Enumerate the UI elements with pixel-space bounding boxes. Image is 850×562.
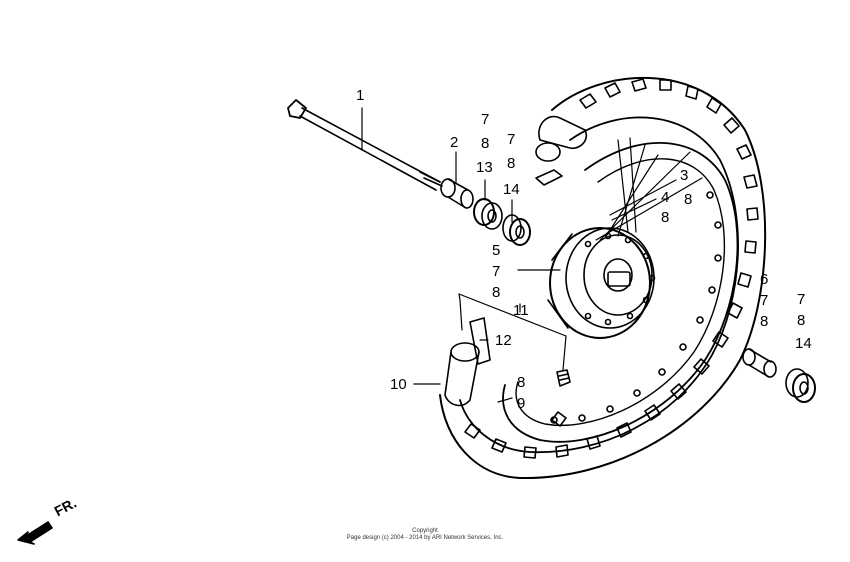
callout-8f: 8 (517, 374, 526, 391)
callout-7e: 7 (797, 291, 806, 308)
leader-lines (361, 107, 677, 403)
callout-7d: 7 (760, 292, 769, 309)
callout-8h: 8 (797, 312, 806, 329)
copyright-line-2: Page design (c) 2004 - 2014 by ARI Netwo… (346, 535, 504, 541)
callout-11: 11 (513, 302, 529, 319)
rim (502, 142, 739, 443)
hub (547, 227, 656, 339)
callout-8e: 8 (492, 284, 501, 301)
callout-2: 2 (450, 134, 459, 151)
callout-14: 14 (503, 181, 520, 198)
callout-8c: 8 (684, 191, 693, 208)
callout-10: 10 (390, 376, 407, 393)
valve-cap (556, 369, 571, 387)
bearing-14-right (785, 368, 816, 403)
distance-collar (742, 348, 777, 378)
callout-12: 12 (495, 332, 512, 349)
bearing-13 (473, 198, 503, 230)
callout-5: 5 (492, 242, 501, 259)
bearing-14 (502, 214, 531, 246)
callout-7b: 7 (507, 131, 516, 148)
callout-7a: 7 (481, 111, 490, 128)
callout-4: 4 (661, 189, 670, 206)
axle-collar (440, 178, 474, 209)
callout-6: 6 (760, 271, 769, 288)
callout-9: 9 (517, 395, 526, 412)
callout-13: 13 (476, 159, 493, 176)
callout-3: 3 (680, 167, 689, 184)
callout-1: 1 (356, 87, 365, 104)
axle (287, 99, 443, 191)
callout-8a: 8 (481, 135, 490, 152)
copyright-line-1: Copyright (412, 528, 438, 534)
callout-7c: 7 (492, 263, 501, 280)
callout-14b: 14 (795, 335, 812, 352)
front-direction-arrow-icon (17, 521, 53, 545)
callout-8b: 8 (507, 155, 516, 172)
callout-8d: 8 (661, 209, 670, 226)
callout-8g: 8 (760, 313, 769, 330)
